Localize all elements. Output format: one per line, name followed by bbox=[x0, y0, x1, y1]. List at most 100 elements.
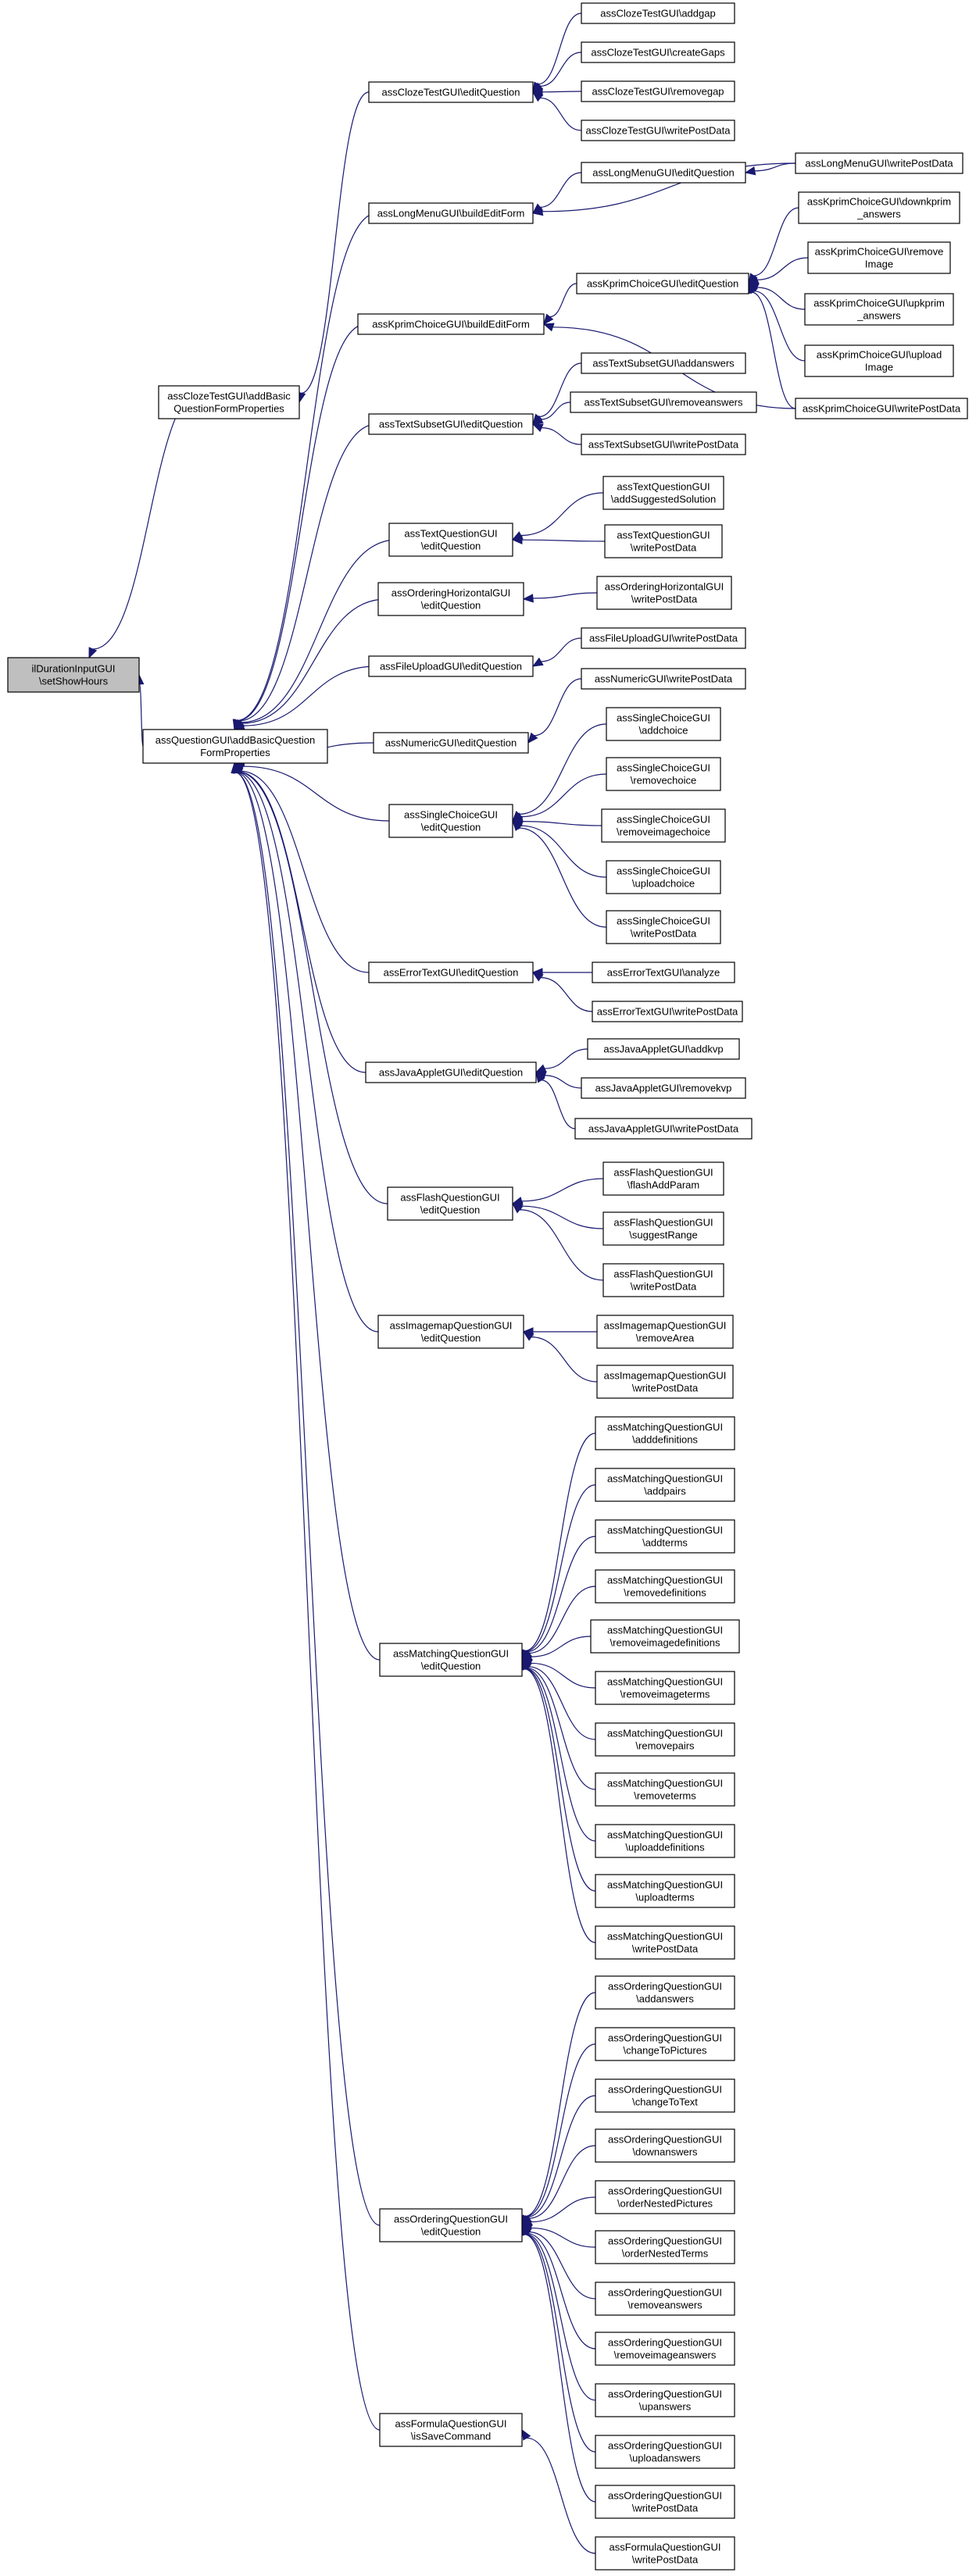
graph-node[interactable]: assMatchingQuestionGUI\uploaddefinitions bbox=[595, 1824, 735, 1858]
graph-node[interactable]: assKprimChoiceGUI\editQuestion bbox=[576, 273, 749, 294]
graph-node[interactable]: assFlashQuestionGUI\writePostData bbox=[602, 1263, 724, 1297]
graph-node[interactable]: assFormulaQuestionGUI\writePostData bbox=[595, 2536, 735, 2571]
graph-node[interactable]: assImagemapQuestionGUI\editQuestion bbox=[377, 1315, 524, 1349]
graph-node[interactable]: assOrderingQuestionGUI\addanswers bbox=[595, 1975, 735, 2010]
graph-node[interactable]: assSingleChoiceGUI\uploadchoice bbox=[606, 860, 721, 894]
graph-node[interactable]: assJavaAppletGUI\editQuestion bbox=[365, 1061, 537, 1083]
node-box bbox=[595, 2180, 735, 2214]
graph-node[interactable]: assFlashQuestionGUI\suggestRange bbox=[602, 1211, 724, 1246]
edge-arrowhead bbox=[531, 423, 544, 433]
graph-node[interactable]: assMatchingQuestionGUI\removeterms bbox=[595, 1772, 735, 1807]
edge-line bbox=[521, 539, 606, 542]
edge-line bbox=[524, 2233, 596, 2453]
graph-node[interactable]: assLongMenuGUI\writePostData bbox=[795, 152, 963, 174]
edge-n_fq_add-to-n_fq_edit bbox=[511, 1178, 604, 1206]
graph-node[interactable]: assSingleChoiceGUI\addchoice bbox=[606, 707, 721, 741]
edge-line bbox=[519, 723, 607, 815]
graph-node[interactable]: assClozeTestGUI\removegap bbox=[581, 80, 735, 102]
graph-node[interactable]: assTextQuestionGUI\writePostData bbox=[604, 524, 723, 558]
graph-node[interactable]: assClozeTestGUI\writePostData bbox=[581, 120, 735, 141]
graph-node[interactable]: assFileUploadGUI\editQuestion bbox=[368, 655, 534, 677]
graph-node[interactable]: assFileUploadGUI\writePostData bbox=[581, 627, 746, 649]
graph-node[interactable]: assClozeTestGUI\addgap bbox=[581, 2, 735, 24]
graph-node[interactable]: assTextQuestionGUI\editQuestion bbox=[388, 523, 513, 557]
node-box bbox=[595, 1925, 735, 1960]
graph-node[interactable]: assMatchingQuestionGUI\addpairs bbox=[595, 1468, 735, 1502]
edge-line bbox=[542, 162, 796, 212]
graph-node[interactable]: assJavaAppletGUI\removekvp bbox=[581, 1077, 746, 1099]
graph-node[interactable]: assLongMenuGUI\buildEditForm bbox=[368, 202, 534, 224]
graph-node[interactable]: assMatchingQuestionGUI\adddefinitions bbox=[595, 1416, 735, 1450]
graph-node[interactable]: assImagemapQuestionGUI\removeArea bbox=[596, 1315, 734, 1349]
graph-node[interactable]: assMatchingQuestionGUI\editQuestion bbox=[379, 1643, 523, 1677]
edge-n_o_edit-to-n_q_abqfp bbox=[231, 762, 381, 2226]
node-label: assTextSubsetGUI\addanswers bbox=[592, 358, 735, 369]
root-node[interactable]: ilDurationInputGUI\setShowHours bbox=[7, 657, 140, 693]
edge-arrowhead bbox=[511, 535, 523, 544]
graph-node[interactable]: assTextSubsetGUI\removeanswers bbox=[570, 391, 757, 413]
node-label: \writePostData bbox=[631, 542, 697, 554]
graph-node[interactable]: assNumericGUI\editQuestion bbox=[373, 732, 529, 754]
graph-node[interactable]: assMatchingQuestionGUI\removeimageterms bbox=[595, 1671, 735, 1705]
edge-arrowhead bbox=[543, 313, 554, 326]
node-label: assKprimChoiceGUI\writePostData bbox=[803, 403, 961, 415]
graph-node[interactable]: assQuestionGUI\addBasicQuestionFormPrope… bbox=[142, 729, 328, 764]
graph-node[interactable]: assKprimChoiceGUI\writePostData bbox=[795, 398, 968, 419]
node-label: assNumericGUI\writePostData bbox=[595, 673, 733, 685]
graph-node[interactable]: assOrderingQuestionGUI\writePostData bbox=[595, 2485, 735, 2519]
edge-n_sc_wpd-to-n_sc_edit bbox=[512, 820, 607, 928]
graph-node[interactable]: assOrderingHorizontalGUI\writePostData bbox=[596, 576, 732, 610]
graph-node[interactable]: assLongMenuGUI\editQuestion bbox=[581, 162, 746, 184]
graph-node[interactable]: assMatchingQuestionGUI\removepairs bbox=[595, 1722, 735, 1757]
graph-node[interactable]: assOrderingQuestionGUI\removeanswers bbox=[595, 2282, 735, 2316]
graph-node[interactable]: assImagemapQuestionGUI\writePostData bbox=[596, 1365, 734, 1399]
graph-node[interactable]: assNumericGUI\writePostData bbox=[581, 668, 746, 690]
edge-n_kp_wpd-to-n_kp_edit bbox=[748, 282, 796, 409]
edge-n_o_8-to-n_o_edit bbox=[521, 2224, 596, 2349]
graph-node[interactable]: assKprimChoiceGUI\buildEditForm bbox=[357, 313, 545, 335]
graph-node[interactable]: assTextSubsetGUI\editQuestion bbox=[368, 413, 534, 435]
graph-node[interactable]: assSingleChoiceGUI\removeimagechoice bbox=[601, 808, 726, 843]
edge-line bbox=[549, 283, 577, 318]
graph-node[interactable]: assOrderingQuestionGUI\changeToText bbox=[595, 2078, 735, 2113]
edge-n_kp_bef-to-n_q_abqfp bbox=[233, 323, 366, 731]
graph-node[interactable]: assKprimChoiceGUI\downkprim_answers bbox=[798, 191, 960, 224]
graph-node[interactable]: assFlashQuestionGUI\editQuestion bbox=[387, 1186, 513, 1221]
graph-node[interactable]: assOrderingQuestionGUI\changeToPictures bbox=[595, 2027, 735, 2061]
graph-node[interactable]: assMatchingQuestionGUI\writePostData bbox=[595, 1925, 735, 1960]
node-box bbox=[365, 1061, 537, 1083]
edge-line bbox=[238, 423, 377, 722]
graph-node[interactable]: assTextSubsetGUI\addanswers bbox=[581, 352, 746, 374]
graph-node[interactable]: assJavaAppletGUI\addkvp bbox=[587, 1038, 740, 1060]
graph-node[interactable]: assSingleChoiceGUI\removechoice bbox=[606, 757, 721, 791]
graph-node[interactable]: assTextSubsetGUI\writePostData bbox=[581, 433, 746, 455]
graph-node[interactable]: assOrderingQuestionGUI\orderNestedTerms bbox=[595, 2230, 735, 2264]
graph-node[interactable]: assClozeTestGUI\editQuestion bbox=[368, 81, 534, 103]
graph-node[interactable]: assSingleChoiceGUI\editQuestion bbox=[388, 804, 513, 838]
graph-node[interactable]: assFlashQuestionGUI\flashAddParam bbox=[602, 1161, 724, 1196]
graph-node[interactable]: assSingleChoiceGUI\writePostData bbox=[606, 910, 721, 944]
graph-node[interactable]: assJavaAppletGUI\writePostData bbox=[574, 1118, 753, 1140]
graph-node[interactable]: assOrderingQuestionGUI\removeimageanswer… bbox=[595, 2332, 735, 2366]
graph-node[interactable]: assOrderingQuestionGUI\uploadanswers bbox=[595, 2435, 735, 2469]
graph-node[interactable]: assKprimChoiceGUI\upkprim_answers bbox=[804, 293, 954, 326]
graph-node[interactable]: assClozeTestGUI\createGaps bbox=[581, 41, 735, 63]
graph-node[interactable]: assMatchingQuestionGUI\uploadterms bbox=[595, 1874, 735, 1908]
graph-node[interactable]: assMatchingQuestionGUI\addterms bbox=[595, 1519, 735, 1554]
graph-node[interactable]: assMatchingQuestionGUI\removedefinitions bbox=[595, 1569, 735, 1604]
graph-node[interactable]: assOrderingQuestionGUI\orderNestedPictur… bbox=[595, 2180, 735, 2214]
graph-node[interactable]: assMatchingQuestionGUI\removeimagedefini… bbox=[590, 1619, 740, 1654]
graph-node[interactable]: assTextQuestionGUI\addSuggestedSolution bbox=[602, 476, 724, 510]
graph-node[interactable]: assFormulaQuestionGUI\isSaveCommand bbox=[379, 2413, 523, 2447]
graph-node[interactable]: assOrderingQuestionGUI\upanswers bbox=[595, 2383, 735, 2417]
graph-node[interactable]: assOrderingQuestionGUI\editQuestion bbox=[379, 2208, 523, 2242]
graph-node[interactable]: assErrorTextGUI\editQuestion bbox=[368, 962, 534, 983]
graph-node[interactable]: assClozeTestGUI\addBasicQuestionFormProp… bbox=[158, 385, 300, 419]
graph-node[interactable]: assErrorTextGUI\analyze bbox=[592, 962, 735, 983]
node-label: assOrderingQuestionGUI bbox=[608, 2440, 722, 2452]
graph-node[interactable]: assOrderingHorizontalGUI\editQuestion bbox=[377, 582, 524, 616]
graph-node[interactable]: assOrderingQuestionGUI\downanswers bbox=[595, 2128, 735, 2163]
graph-node[interactable]: assErrorTextGUI\writePostData bbox=[592, 1001, 743, 1022]
